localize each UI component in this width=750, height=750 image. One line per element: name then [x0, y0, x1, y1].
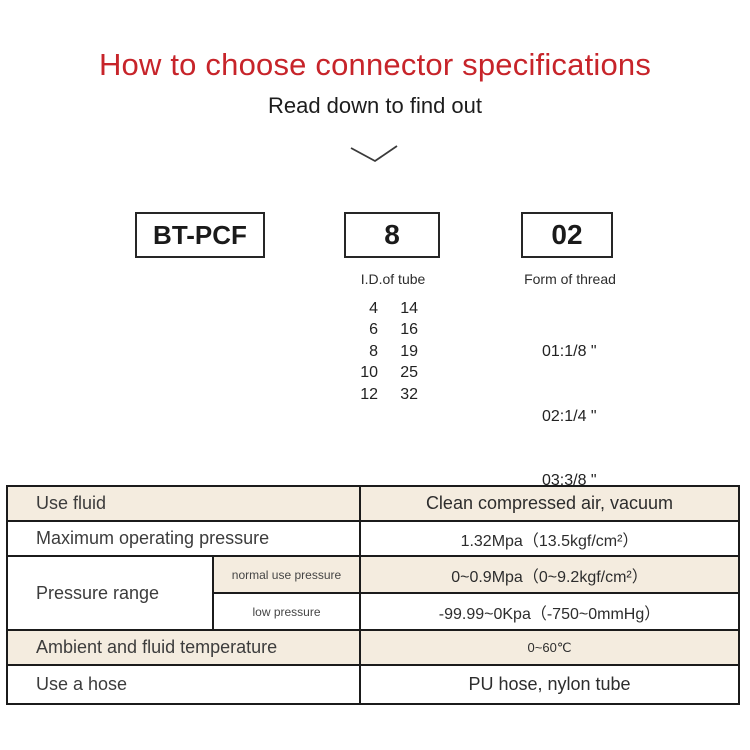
table-row: Use a hose PU hose, nylon tube [6, 664, 740, 705]
page-title: How to choose connector specifications [98, 47, 652, 82]
spec-value-hose: PU hose, nylon tube [359, 664, 740, 705]
table-row: Use fluid Clean compressed air, vacuum [6, 485, 740, 522]
spec-label-max-pressure: Maximum operating pressure [6, 520, 361, 557]
thread-code-label: 02 [551, 219, 583, 250]
thread-form-item: 01:1/8 " [542, 343, 597, 360]
tube-size-code-box: 8 [344, 212, 440, 258]
model-code-box: BT-PCF [135, 212, 265, 258]
spec-value-low-pressure: -99.99~0Kpa（-750~0mmHg） [359, 592, 740, 631]
spec-label-use-fluid: Use fluid [6, 485, 361, 522]
page-subtitle: Read down to find out [267, 93, 483, 118]
spec-table: Use fluid Clean compressed air, vacuum M… [6, 485, 740, 705]
thread-form-item: 03:3/8 " [542, 472, 597, 489]
spec-value-normal-pressure: 0~0.9Mpa（0~9.2kgf/cm²） [359, 555, 740, 594]
tube-size-code-label: 8 [384, 219, 400, 250]
chevron-down-icon [350, 145, 398, 163]
thread-form-heading: Form of thread [524, 271, 616, 287]
table-row: Pressure range normal use pressure 0~0.9… [6, 555, 740, 631]
spec-label-temperature: Ambient and fluid temperature [6, 629, 361, 666]
table-row: Maximum operating pressure 1.32Mpa（13.5k… [6, 520, 740, 557]
spec-sublabel-low-pressure: low pressure [212, 592, 361, 631]
spec-sublabel-normal-pressure: normal use pressure [212, 555, 361, 594]
spec-value-max-pressure: 1.32Mpa（13.5kgf/cm²） [359, 520, 740, 557]
spec-value-temperature: 0~60℃ [359, 629, 740, 666]
tube-id-heading: I.D.of tube [360, 271, 426, 287]
spec-value-use-fluid: Clean compressed air, vacuum [359, 485, 740, 522]
model-code-label: BT-PCF [153, 219, 247, 250]
spec-label-hose: Use a hose [6, 664, 361, 705]
thread-form-item: 02:1/4 " [542, 407, 597, 425]
table-row: low pressure -99.99~0Kpa（-750~0mmHg） [7, 592, 740, 631]
table-row: Ambient and fluid temperature 0~60℃ [6, 629, 740, 666]
thread-code-box: 02 [521, 212, 613, 258]
spec-label-pressure-range: Pressure range [6, 555, 214, 631]
